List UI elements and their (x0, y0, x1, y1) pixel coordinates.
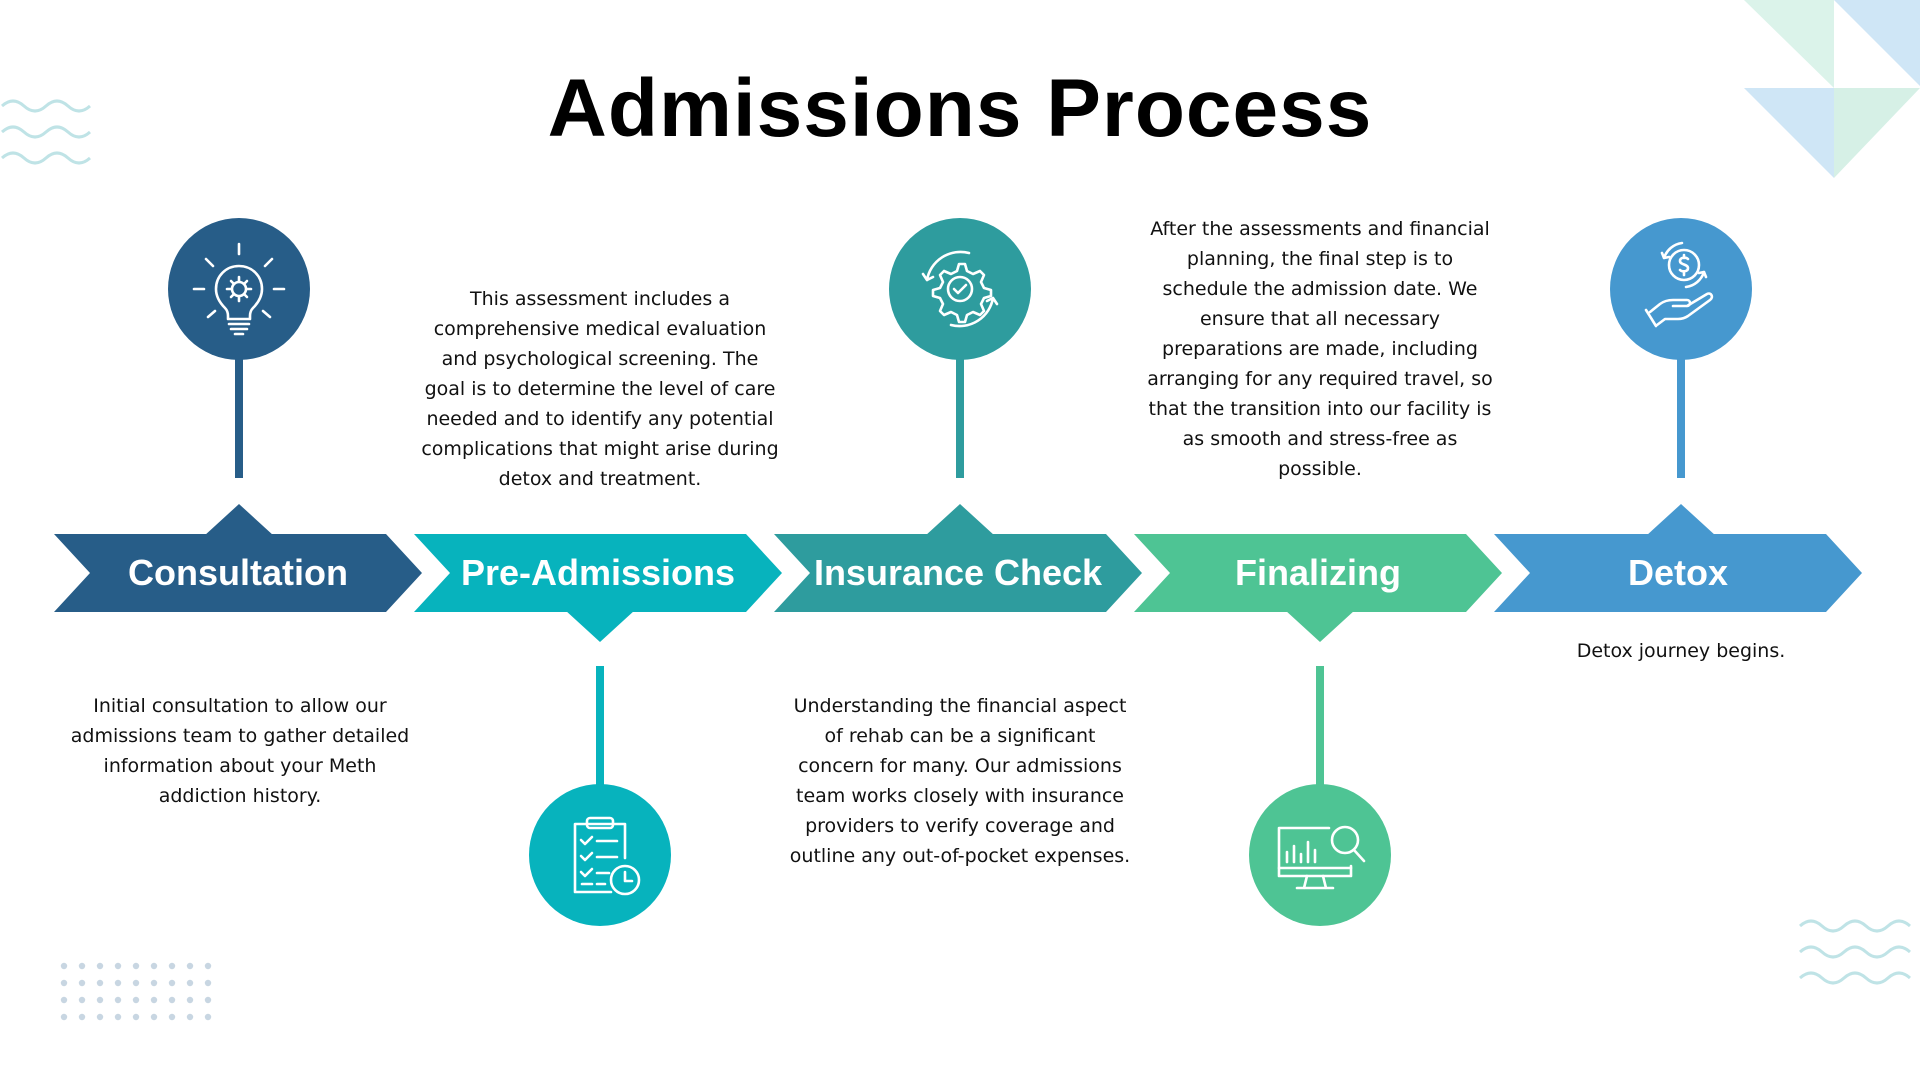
pre-admissions-icon-circle (529, 784, 671, 926)
decor-dot (96, 962, 104, 970)
insurance-check-pointer-up (925, 504, 995, 536)
step-pre-admissions: Pre-Admissions (414, 534, 782, 612)
decor-dot (186, 996, 194, 1004)
insurance-check-description: Understanding the financial aspect of re… (789, 695, 1131, 867)
decor-dot (168, 996, 176, 1004)
decor-dot (114, 962, 122, 970)
step-label-detox: Detox (1627, 552, 1729, 593)
decor-dot (168, 979, 176, 987)
wave-decoration-bottom-right (1798, 919, 1912, 985)
step-label-pre-admissions: Pre-Admissions (460, 552, 736, 593)
gear-check-cycle-icon (921, 250, 999, 328)
wave-decoration-top-left (0, 99, 92, 165)
decor-dot (132, 979, 140, 987)
decor-dot (114, 979, 122, 987)
step-consultation: Consultation (54, 534, 422, 612)
decor-dot (96, 1013, 104, 1021)
detox-pointer-up (1646, 504, 1716, 536)
insurance-check-icon-circle (889, 218, 1031, 360)
detox-description: Detox journey begins. (1576, 640, 1786, 662)
consultation-pointer-up (204, 504, 274, 536)
step-insurance-check: Insurance Check (774, 534, 1142, 612)
lightbulb-gear-icon (192, 242, 286, 336)
consultation-icon-circle (168, 218, 310, 360)
decor-dot (114, 996, 122, 1004)
step-detox: Detox (1494, 534, 1862, 612)
pre-admissions-connector (596, 666, 604, 786)
decor-dot (60, 979, 68, 987)
finalizing-connector (1316, 666, 1324, 786)
hand-dollar-coin-icon (1644, 241, 1714, 328)
page-title: Admissions Process (547, 63, 1373, 154)
decor-dot (78, 1013, 86, 1021)
decor-dot (204, 996, 212, 1004)
decor-dot (60, 962, 68, 970)
detox-icon-circle (1610, 218, 1752, 360)
pre-admissions-description: This assessment includes a comprehensive… (421, 288, 779, 490)
decor-dot (150, 962, 158, 970)
consultation-description: Initial consultation to allow our admiss… (70, 695, 410, 807)
decor-dot (186, 962, 194, 970)
detox-connector (1677, 356, 1685, 478)
finalizing-pointer-down (1285, 610, 1355, 642)
decor-dot (78, 962, 86, 970)
consultation-connector (235, 356, 243, 478)
decor-dot (150, 996, 158, 1004)
decor-dot (78, 996, 86, 1004)
step-label-finalizing: Finalizing (1235, 552, 1401, 593)
decor-dot (132, 1013, 140, 1021)
pre-admissions-pointer-down (565, 610, 635, 642)
decor-dot (186, 1013, 194, 1021)
dot-grid-decoration (60, 962, 212, 1021)
triangle-decoration-top-right (1744, 0, 1920, 178)
decor-dot (60, 996, 68, 1004)
decor-dot (204, 1013, 212, 1021)
decor-dot (60, 1013, 68, 1021)
finalizing-icon-circle (1249, 784, 1391, 926)
decor-dot (186, 979, 194, 987)
decor-dot (114, 1013, 122, 1021)
decor-dot (204, 979, 212, 987)
finalizing-description: After the assessments and financial plan… (1147, 218, 1493, 480)
insurance-check-connector (956, 356, 964, 478)
decor-dot (150, 979, 158, 987)
clipboard-checklist-clock-icon (573, 816, 641, 896)
decor-dot (96, 979, 104, 987)
decor-dot (204, 962, 212, 970)
monitor-chart-magnifier-icon (1277, 825, 1366, 890)
decor-dot (78, 979, 86, 987)
decor-dot (132, 996, 140, 1004)
step-label-insurance-check: Insurance Check (813, 552, 1103, 593)
decor-dot (132, 962, 140, 970)
decor-dot (168, 962, 176, 970)
decor-dot (150, 1013, 158, 1021)
decor-dot (168, 1013, 176, 1021)
step-finalizing: Finalizing (1134, 534, 1502, 612)
step-label-consultation: Consultation (128, 552, 348, 593)
decor-dot (96, 996, 104, 1004)
